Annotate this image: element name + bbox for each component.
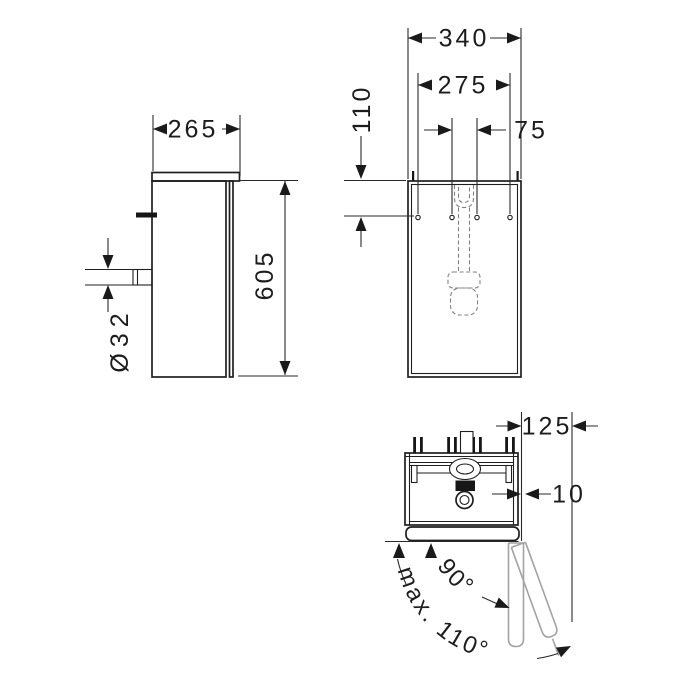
arrow-down bbox=[102, 255, 114, 269]
dimension-hole-spacing-275: 275 bbox=[418, 72, 510, 100]
dim-hole-spacing-label: 275 bbox=[438, 72, 489, 100]
door-swing-angles: 90° max. 110° bbox=[392, 543, 571, 665]
drain-stub bbox=[459, 430, 474, 454]
dim-top-distance-label: 110 bbox=[348, 85, 376, 134]
arrow-down bbox=[279, 361, 291, 375]
dim-clearance-label: 125 bbox=[522, 413, 573, 441]
dimension-inner-hole-spacing-75: 75 bbox=[424, 117, 548, 145]
mount-pin-left bbox=[412, 171, 415, 181]
mounting-pins bbox=[413, 437, 515, 454]
cabinet-top-panel bbox=[151, 171, 241, 182]
arrow-right bbox=[496, 79, 510, 91]
arrow-left bbox=[525, 488, 539, 500]
carcass-inner-lines bbox=[405, 453, 518, 525]
ext-340 bbox=[407, 28, 522, 179]
arrow-left bbox=[153, 123, 167, 135]
arc-110-end bbox=[536, 652, 559, 660]
arrow-up bbox=[102, 285, 114, 299]
arrow-right bbox=[507, 488, 521, 500]
ext-275 bbox=[417, 73, 511, 214]
angle-90-label-wrap: 90° bbox=[432, 554, 481, 603]
arrow-down bbox=[355, 165, 367, 179]
arrow-left bbox=[572, 420, 586, 432]
cabinet-side-body bbox=[151, 180, 227, 378]
arrow-arc-90 bbox=[494, 597, 510, 608]
rail-hanger-left bbox=[410, 464, 418, 484]
rail-hanger-right bbox=[505, 464, 513, 484]
dimension-top-distance-110: 110 bbox=[344, 85, 414, 247]
dimension-clearance-125: 125 bbox=[496, 413, 598, 441]
arrow-right bbox=[438, 124, 452, 136]
dimension-width-340: 340 bbox=[408, 25, 521, 53]
drain-outlet-inner bbox=[459, 494, 470, 506]
mounting-holes bbox=[415, 214, 513, 221]
arrow-right bbox=[507, 32, 521, 44]
dim-door-offset-label: 10 bbox=[552, 481, 586, 509]
cabinet-door-edge bbox=[228, 180, 234, 378]
dimension-depth-265: 265 bbox=[152, 115, 241, 176]
leader-90 bbox=[481, 596, 497, 605]
arrow-up bbox=[355, 217, 367, 231]
arrow-up-max110 bbox=[393, 543, 405, 558]
hidden-siphon bbox=[447, 185, 481, 316]
dim-inner-hole-spacing-label: 75 bbox=[514, 117, 548, 145]
mount-pin-right bbox=[516, 171, 519, 181]
dim-depth-label: 265 bbox=[168, 116, 219, 144]
dim-height-label: 605 bbox=[251, 250, 279, 301]
dimension-door-offset-10: 10 bbox=[492, 481, 586, 509]
dim-pipe-diameter-label: Ø32 bbox=[106, 307, 134, 372]
ext-75 bbox=[451, 118, 478, 214]
arrow-right bbox=[507, 420, 522, 432]
arrow-left bbox=[408, 32, 422, 44]
trap-flange-inner bbox=[455, 463, 475, 475]
arrow-left bbox=[477, 124, 491, 136]
arrow-arc-110 bbox=[556, 646, 571, 658]
door-open-110 bbox=[510, 541, 560, 656]
trap-body bbox=[455, 480, 475, 491]
cabinet-door-panel bbox=[410, 183, 519, 375]
arrow-up bbox=[279, 181, 291, 195]
door-axis-extension bbox=[551, 638, 560, 656]
arrow-right bbox=[226, 123, 240, 135]
arrow-left bbox=[418, 79, 432, 91]
dimension-pipe-diameter: Ø32 bbox=[102, 238, 134, 373]
front-view: 340 275 75 110 bbox=[344, 25, 548, 378]
drain-pipe-side bbox=[85, 268, 153, 286]
wall-mount-bracket bbox=[136, 212, 157, 218]
cabinet-front-outline bbox=[407, 180, 522, 378]
drain-assembly-top bbox=[448, 430, 482, 510]
trap-flange bbox=[448, 457, 482, 481]
dim-width-label: 340 bbox=[439, 25, 490, 53]
plan-view: 125 10 90° max. 110° bbox=[385, 412, 598, 665]
drain-outlet bbox=[455, 490, 474, 510]
arrow-up-90 bbox=[425, 543, 437, 558]
dimension-height-605: 605 bbox=[238, 179, 298, 377]
side-view: 265 605 Ø32 bbox=[85, 115, 298, 378]
arc-110-start bbox=[396, 558, 407, 585]
door-closed bbox=[405, 526, 520, 542]
clearance-ext-lines bbox=[520, 412, 573, 622]
angle-90-label: 90° bbox=[432, 554, 478, 603]
